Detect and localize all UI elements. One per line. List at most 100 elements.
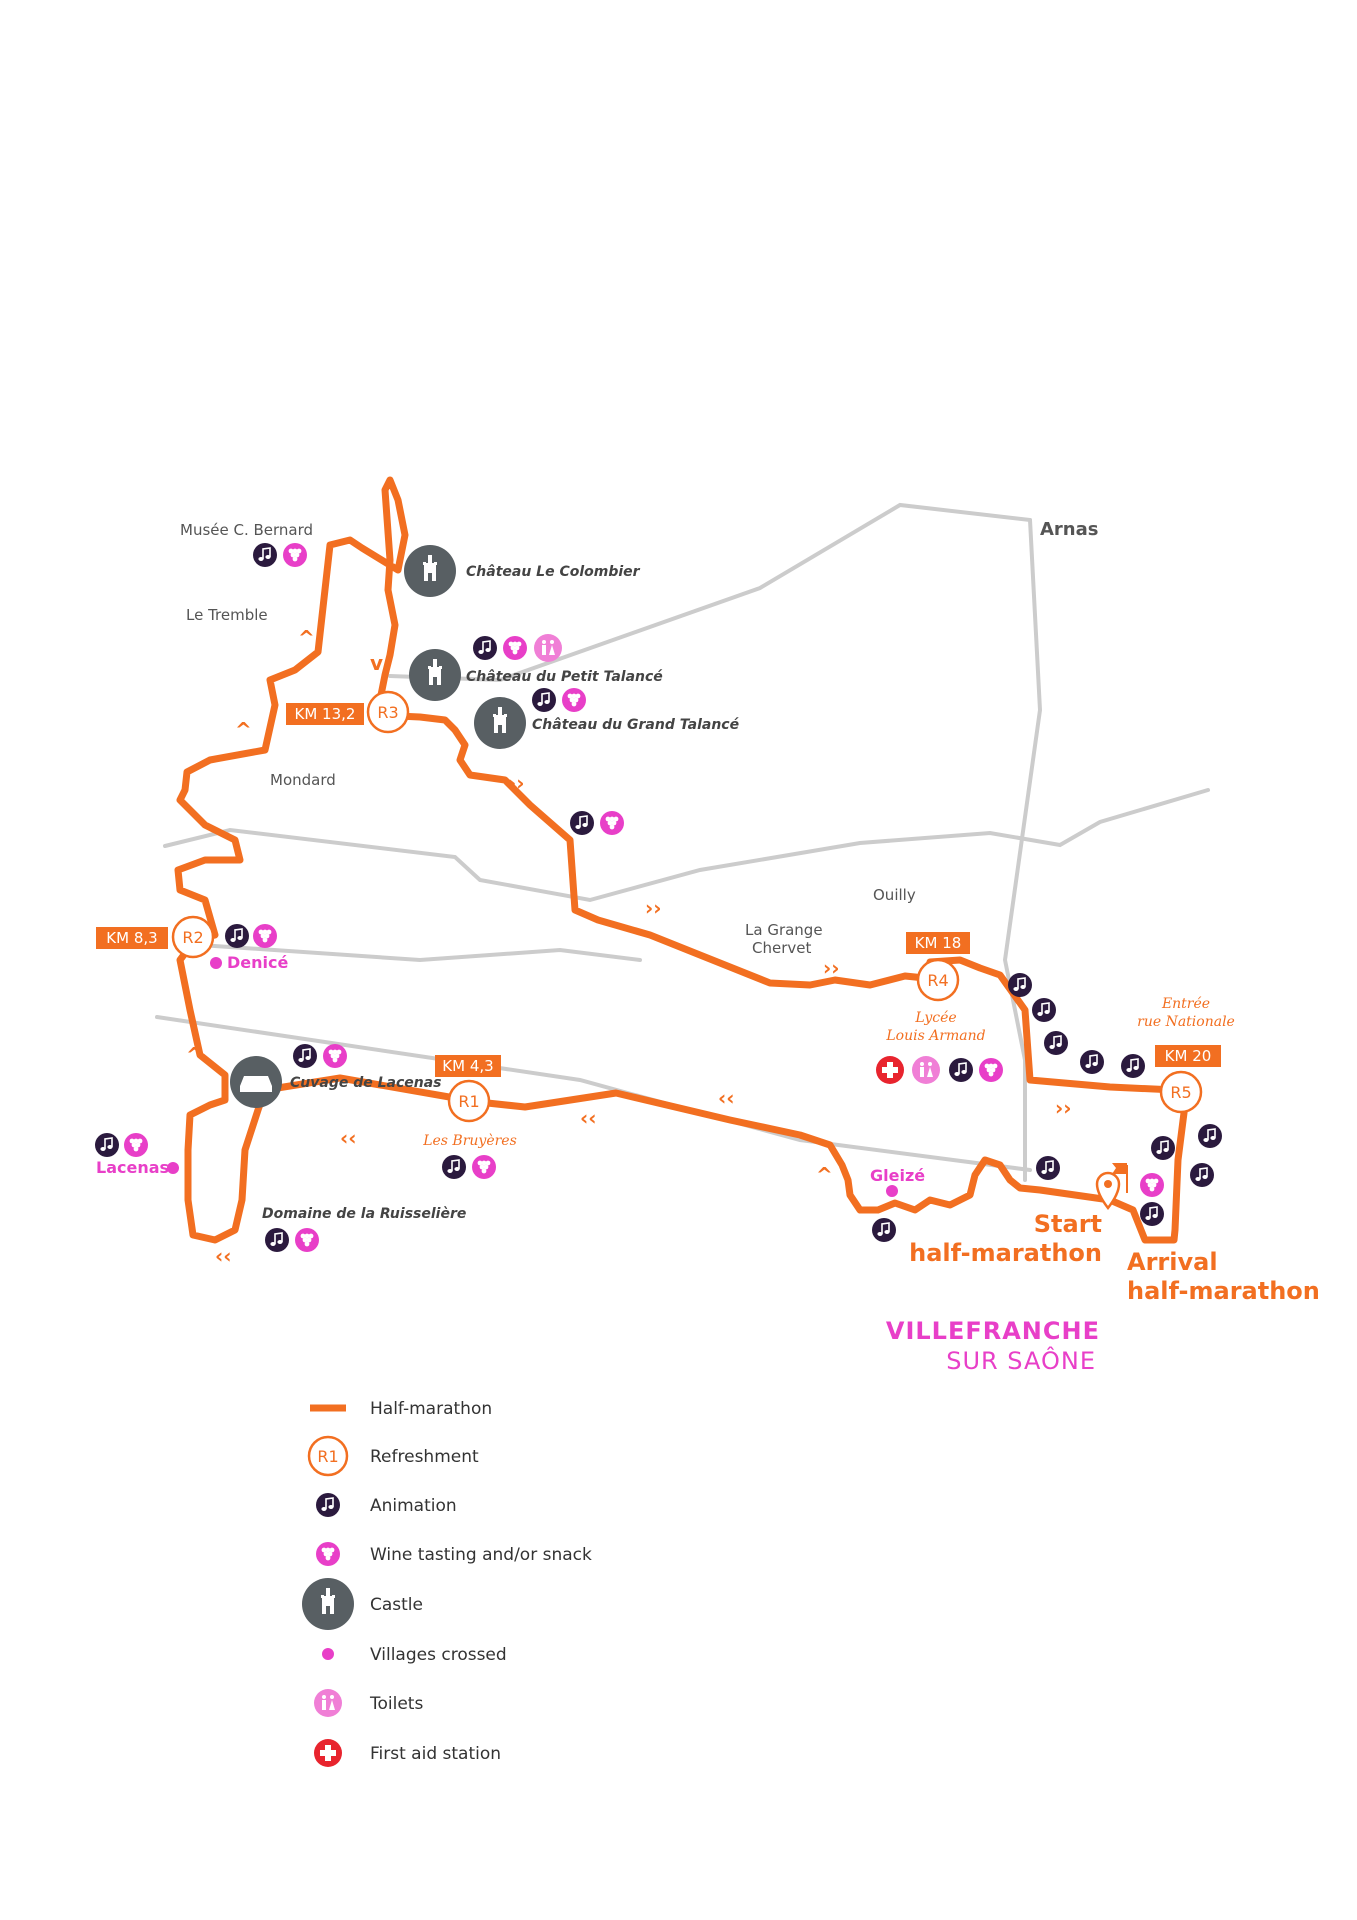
legend-label: First aid station	[370, 1744, 501, 1764]
legend-label: Castle	[370, 1595, 423, 1615]
place-label: Mondard	[270, 771, 336, 789]
legend-item-half-marathon: Half-marathon	[310, 1399, 492, 1419]
castle-label: Domaine de la Ruisselière	[262, 1206, 466, 1222]
location-pin-icon	[1095, 1171, 1121, 1211]
half-marathon-route	[174, 476, 1189, 1244]
arrival-label: Arrival	[1127, 1248, 1218, 1276]
refreshment-label: R1	[458, 1092, 479, 1111]
grapes-icon	[323, 1044, 347, 1068]
village-label: Gleizé	[870, 1166, 925, 1185]
finish-flag-icon	[1112, 1163, 1128, 1193]
km-marker: KM 13,2	[286, 703, 364, 725]
music-note-icon	[1031, 997, 1057, 1023]
grapes-icon	[979, 1058, 1003, 1082]
first-aid-cross-icon	[876, 1056, 904, 1084]
note-label: Louis Armand	[885, 1028, 985, 1044]
music-note-icon	[441, 1154, 467, 1180]
refreshment-label: R2	[182, 928, 203, 947]
km-label: KM 20	[1165, 1047, 1212, 1065]
km-marker: KM 8,3	[96, 927, 168, 949]
city-name: SUR SAÔNE	[946, 1345, 1096, 1375]
legend-label: Animation	[370, 1496, 457, 1516]
place-label: Musée C. Bernard	[180, 521, 313, 539]
road	[1002, 518, 1043, 1182]
music-note-icon	[1150, 1135, 1176, 1161]
music-note-icon	[531, 687, 557, 713]
music-note-icon	[315, 1492, 341, 1518]
chevron-icon: ‹‹	[340, 1126, 356, 1150]
chevron-icon: ‹‹	[215, 1244, 231, 1268]
village-label: Lacenas	[96, 1158, 169, 1177]
music-note-icon	[94, 1132, 120, 1158]
music-note-icon	[1007, 972, 1033, 998]
place-label: Arnas	[1040, 519, 1098, 540]
refreshment-label: R3	[377, 703, 398, 722]
legend-label: Wine tasting and/or snack	[370, 1545, 592, 1565]
legend-item-toilets: Toilets	[314, 1689, 423, 1717]
castle-label: Château du Petit Talancé	[466, 669, 663, 685]
legend-item-refreshment: R1 Refreshment	[307, 1435, 479, 1477]
city-name: VILLEFRANCHE	[886, 1317, 1100, 1345]
km-marker: KM 20	[1155, 1045, 1221, 1067]
grapes-icon	[124, 1133, 148, 1157]
note-label: Les Bruyères	[422, 1133, 517, 1149]
place-label: La Grange	[745, 921, 823, 939]
castle-marker: Château du Petit Talancé	[409, 649, 663, 701]
chevron-icon: ››	[1055, 1096, 1071, 1120]
grapes-icon	[283, 543, 307, 567]
legend-item-animation: Animation	[315, 1492, 457, 1518]
refreshment-point: R4	[916, 958, 960, 1002]
km-label: KM 4,3	[442, 1057, 493, 1075]
castle-marker: Château du Grand Talancé	[474, 697, 740, 749]
first-aid-cross-icon	[314, 1739, 342, 1767]
refreshment-point: R3	[366, 690, 410, 734]
place-label: Ouilly	[873, 886, 916, 904]
legend-item-villages: Villages crossed	[322, 1645, 507, 1665]
legend-label: Half-marathon	[370, 1399, 492, 1419]
km-marker: KM 18	[906, 932, 970, 954]
grapes-icon	[253, 924, 277, 948]
music-note-icon	[1035, 1155, 1061, 1181]
chevron-icon: ‹‹	[580, 1106, 596, 1130]
arrival-label: half-marathon	[1127, 1277, 1320, 1305]
km-label: KM 8,3	[106, 929, 157, 947]
note-label: Entrée	[1161, 996, 1210, 1012]
legend: Half-marathon R1 Refreshment Animation W…	[302, 1399, 592, 1767]
place-label: Chervet	[752, 939, 811, 957]
toilets-icon	[534, 634, 562, 662]
legend-item-castle: Castle	[302, 1578, 423, 1630]
note-label: Lycée	[914, 1010, 956, 1026]
village-dot	[167, 1162, 179, 1174]
refreshment-label: R4	[927, 971, 948, 990]
castle-label: Château du Grand Talancé	[532, 717, 740, 733]
start-marker: Start half-marathon	[909, 1171, 1121, 1267]
music-note-icon	[1139, 1201, 1165, 1227]
cuvage-icon	[230, 1056, 282, 1108]
toilets-icon	[912, 1056, 940, 1084]
grapes-icon	[503, 636, 527, 660]
music-note-icon	[569, 810, 595, 836]
km-label: KM 13,2	[295, 705, 356, 723]
music-note-icon	[1189, 1162, 1215, 1188]
refreshment-point: R5	[1159, 1070, 1203, 1114]
village-dot-icon	[322, 1648, 334, 1660]
legend-item-first-aid: First aid station	[314, 1739, 501, 1767]
toilets-icon	[314, 1689, 342, 1717]
music-note-icon	[1120, 1053, 1146, 1079]
castle-icon	[474, 697, 526, 749]
castle-marker: Château Le Colombier	[404, 545, 641, 597]
km-label: KM 18	[915, 934, 962, 952]
castle-label: Château Le Colombier	[466, 564, 641, 580]
place-label: Le Tremble	[186, 606, 268, 624]
village-dot	[886, 1185, 898, 1197]
grapes-icon	[1140, 1173, 1164, 1197]
castle-label: Cuvage de Lacenas	[290, 1075, 442, 1091]
refreshment-label: R5	[1170, 1083, 1191, 1102]
chevron-icon: ^	[298, 626, 315, 650]
music-note-icon	[264, 1227, 290, 1253]
grapes-icon	[295, 1228, 319, 1252]
music-note-icon	[472, 635, 498, 661]
chevron-icon: ^	[186, 1043, 203, 1067]
refreshment-point: R1	[447, 1079, 491, 1123]
